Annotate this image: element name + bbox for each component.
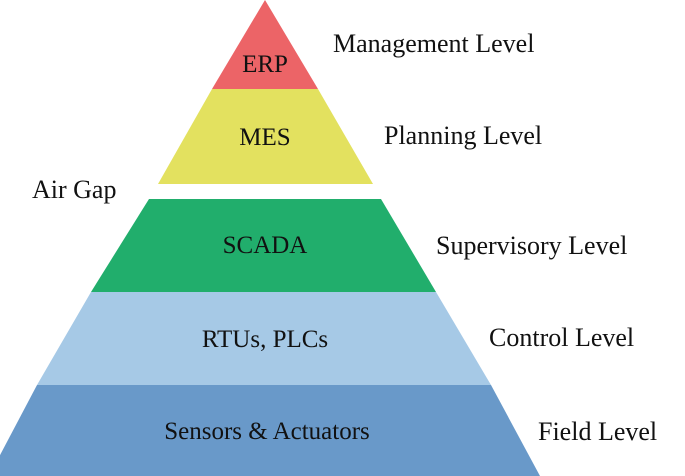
level-supervisory-label: Supervisory Level <box>436 231 627 260</box>
tier-mes-band <box>158 89 373 184</box>
level-planning-label: Planning Level <box>384 121 542 150</box>
tier-sensors-actuators-band <box>0 385 540 476</box>
tier-mes-label: MES <box>239 124 290 151</box>
level-field-label: Field Level <box>538 417 657 446</box>
tier-scada-label: SCADA <box>223 232 308 259</box>
level-control-label: Control Level <box>489 323 634 352</box>
tier-erp-label: ERP <box>242 51 288 78</box>
tier-rtus-plcs-label: RTUs, PLCs <box>202 326 328 353</box>
level-management-label: Management Level <box>333 29 534 58</box>
tier-sensors-actuators-label: Sensors & Actuators <box>164 418 370 445</box>
tier-rtus-plcs-band <box>37 292 491 385</box>
air-gap-label: Air Gap <box>32 175 116 204</box>
tier-erp-band <box>212 0 318 89</box>
tier-scada-band <box>91 199 436 292</box>
